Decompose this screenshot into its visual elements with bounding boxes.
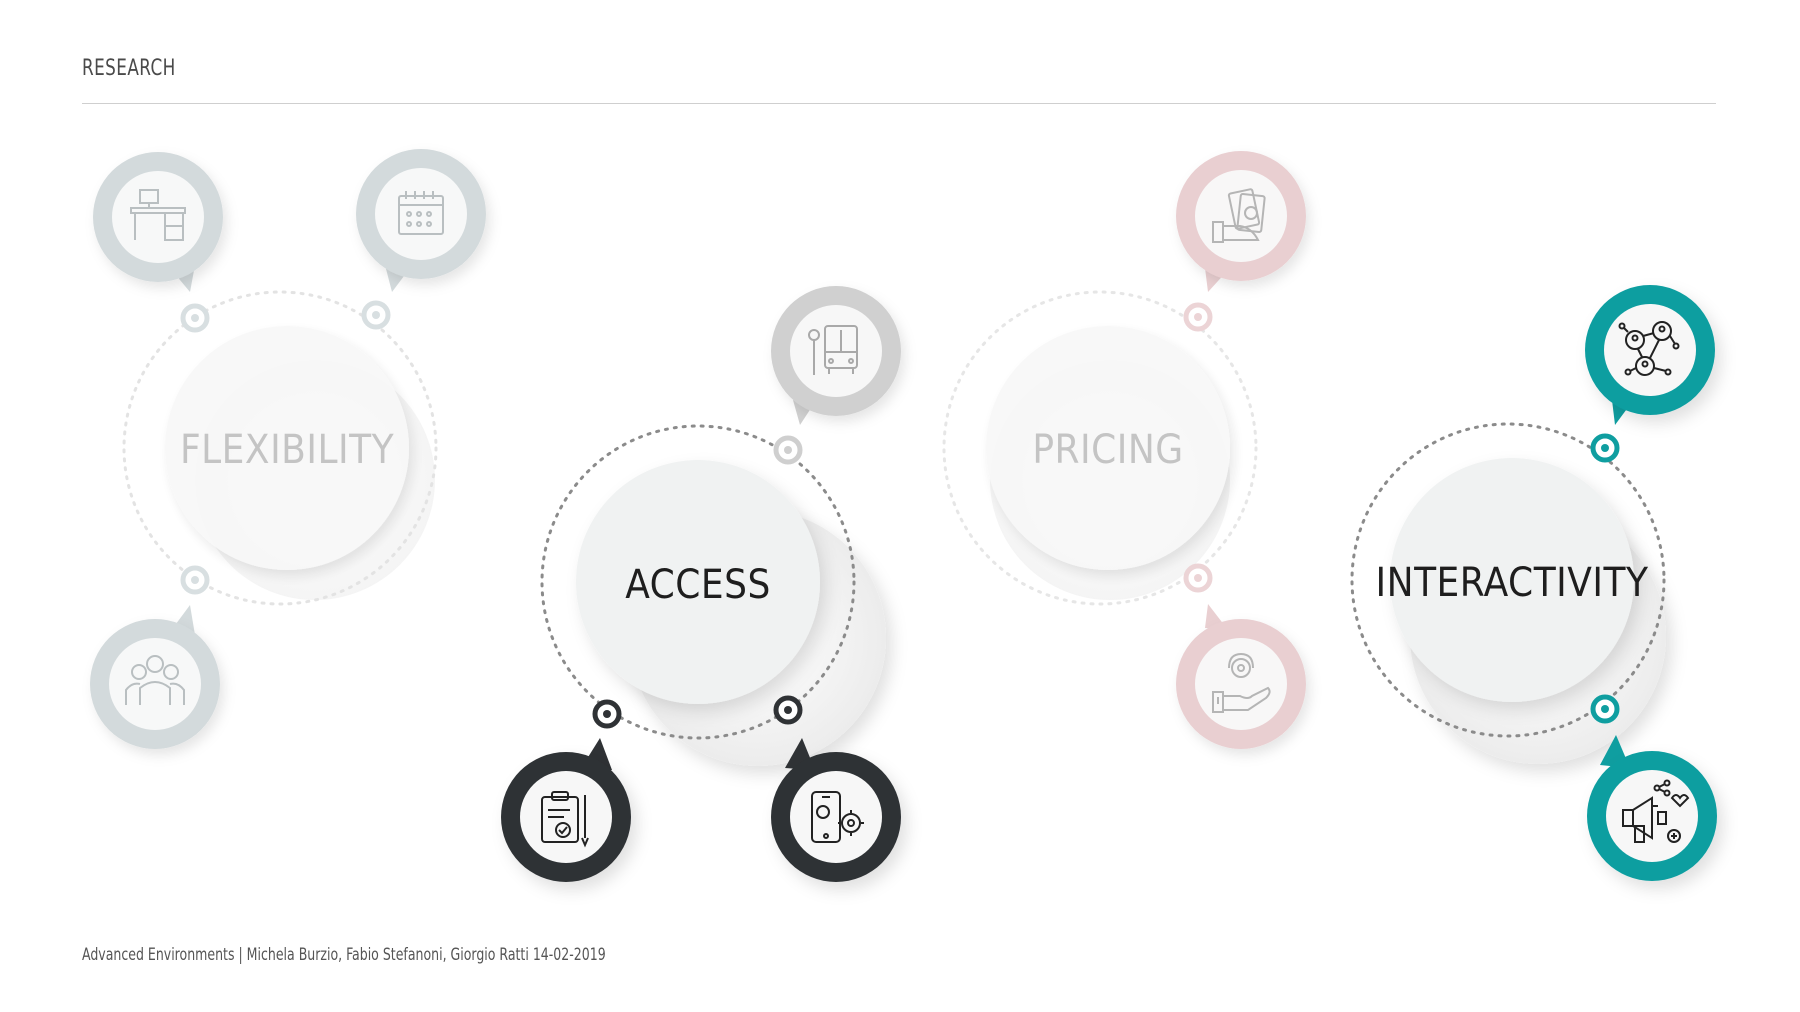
- badge-phone-gears: [771, 738, 901, 882]
- node-label-flexibility: FLEXIBILITY: [180, 427, 395, 473]
- network-users-icon: [1618, 321, 1680, 376]
- calendar-icon: [398, 191, 444, 235]
- node-interactivity: INTERACTIVITY: [1350, 285, 1717, 881]
- badge-bus-stop: [771, 286, 901, 425]
- node-core: [1390, 458, 1634, 702]
- node-core: [576, 460, 820, 704]
- dotted-orbit: [122, 290, 438, 606]
- badge-team: [90, 605, 220, 749]
- header-divider: [82, 103, 1716, 104]
- node-core: [986, 326, 1230, 570]
- dotted-orbit: [942, 290, 1258, 606]
- bus-stop-icon: [808, 325, 858, 375]
- node-label-access: ACCESS: [625, 562, 771, 608]
- node-flexibility: FLEXIBILITY: [90, 149, 486, 749]
- clipboard-check-icon: [541, 791, 589, 848]
- badge-clipboard: [501, 738, 631, 882]
- team-icon: [125, 655, 185, 705]
- support-hand-icon: [1212, 652, 1271, 713]
- badge-megaphone: [1587, 735, 1717, 881]
- badge-support-hand: [1176, 604, 1306, 749]
- node-access: ACCESS: [501, 286, 901, 882]
- node-label-interactivity: INTERACTIVITY: [1376, 560, 1649, 606]
- megaphone-social-icon: [1622, 779, 1690, 843]
- desk-icon: [130, 189, 186, 241]
- node-label-pricing: PRICING: [1032, 427, 1183, 473]
- page-title: RESEARCH: [82, 56, 176, 81]
- footer-credits: Advanced Environments | Michela Burzio, …: [82, 945, 606, 965]
- node-core: [165, 326, 409, 570]
- node-pricing: PRICING: [942, 151, 1306, 749]
- badge-calendar: [356, 149, 486, 292]
- badge-money-hand: [1176, 151, 1306, 292]
- dotted-orbit: [1350, 422, 1666, 738]
- dotted-orbit: [540, 424, 856, 740]
- badge-desk: [93, 152, 223, 292]
- money-hand-icon: [1212, 188, 1266, 243]
- phone-gears-icon: [811, 791, 864, 843]
- badge-network-users: [1585, 285, 1715, 425]
